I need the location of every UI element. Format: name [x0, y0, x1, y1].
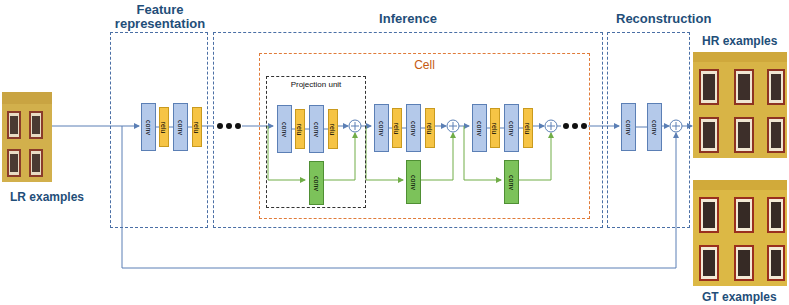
conv-layer: conv [173, 103, 188, 151]
dot [563, 123, 569, 129]
group-heading: Inference [214, 12, 602, 26]
layer-label: conv [378, 121, 385, 136]
layer-label: conv [410, 121, 417, 136]
conv-layer: conv [621, 103, 636, 151]
conv-layer: conv [374, 104, 389, 152]
layer-label: conv [651, 120, 658, 135]
relu-layer: relu [328, 109, 338, 149]
layer-label: conv [177, 120, 184, 135]
image-caption: LR examples [10, 190, 84, 204]
adder-symbol [351, 122, 359, 130]
relu-layer: relu [295, 109, 305, 149]
adder-symbol [447, 120, 459, 132]
conv-layer: conv [504, 104, 519, 152]
relu-layer: relu [523, 108, 533, 148]
group-heading: Reconstruction [616, 12, 711, 26]
dot [217, 123, 223, 129]
relu-layer: relu [490, 108, 500, 148]
cell-box: CellProjection unit conv relu conv relu conv c… [259, 53, 590, 219]
adder-symbol [545, 120, 557, 132]
projection-unit-box: Projection unit conv relu conv relu conv [266, 76, 366, 208]
wire [321, 133, 355, 180]
dot [581, 123, 587, 129]
layer-label: conv [508, 121, 515, 136]
projection-conv: conv [504, 160, 519, 204]
wire [682, 126, 692, 127]
layer-label: relu [194, 121, 201, 133]
layer-label: conv [313, 176, 320, 191]
adder-symbol [449, 122, 457, 130]
wire [52, 126, 139, 127]
layer-label: conv [313, 122, 320, 137]
layer-label: relu [330, 123, 337, 135]
layer-label: relu [525, 122, 532, 134]
lr-image [2, 92, 52, 182]
conv-layer: conv [472, 104, 487, 152]
conv-layer: conv [141, 103, 156, 151]
projection-conv: conv [406, 160, 421, 204]
stage-box: Feature representationconvreluconvrelu [110, 32, 208, 228]
relu-layer: relu [392, 108, 402, 148]
wire [557, 126, 561, 127]
image-caption: HR examples [702, 34, 777, 48]
relu-layer: relu [425, 108, 435, 148]
image-caption: GT examples [702, 290, 777, 304]
conv-layer: conv [647, 103, 662, 151]
layer-label: conv [410, 175, 417, 190]
hr-image [693, 52, 787, 158]
relu-layer: relu [192, 107, 202, 147]
layer-label: conv [145, 120, 152, 135]
layer-label: relu [492, 122, 499, 134]
group-heading: Projection unit [267, 81, 365, 90]
adder-symbol [547, 122, 555, 130]
dot [226, 123, 232, 129]
relu-layer: relu [159, 107, 169, 147]
adder-symbol [672, 122, 680, 130]
dot [572, 123, 578, 129]
layer-label: relu [161, 121, 168, 133]
conv-layer: conv [277, 105, 292, 153]
wire [661, 126, 669, 127]
layer-label: conv [625, 120, 632, 135]
layer-label: conv [476, 121, 483, 136]
projection-conv: conv [309, 161, 324, 205]
group-heading: Feature representation [105, 3, 215, 32]
stage-box: Reconstructionconvconv [607, 32, 690, 228]
connector [636, 127, 647, 128]
layer-label: relu [427, 122, 434, 134]
layer-label: conv [508, 175, 515, 190]
adder-symbol [670, 120, 682, 132]
gt-image [693, 180, 787, 286]
group-heading: Cell [260, 59, 589, 72]
dot [235, 123, 241, 129]
layer-label: conv [281, 122, 288, 137]
conv-layer: conv [309, 105, 324, 153]
stage-box: InferenceCellProjection unitconvreluconv… [213, 32, 603, 228]
conv-layer: conv [406, 104, 421, 152]
wire [588, 126, 619, 127]
layer-label: relu [394, 122, 401, 134]
layer-label: relu [297, 123, 304, 135]
adder-symbol [349, 120, 361, 132]
